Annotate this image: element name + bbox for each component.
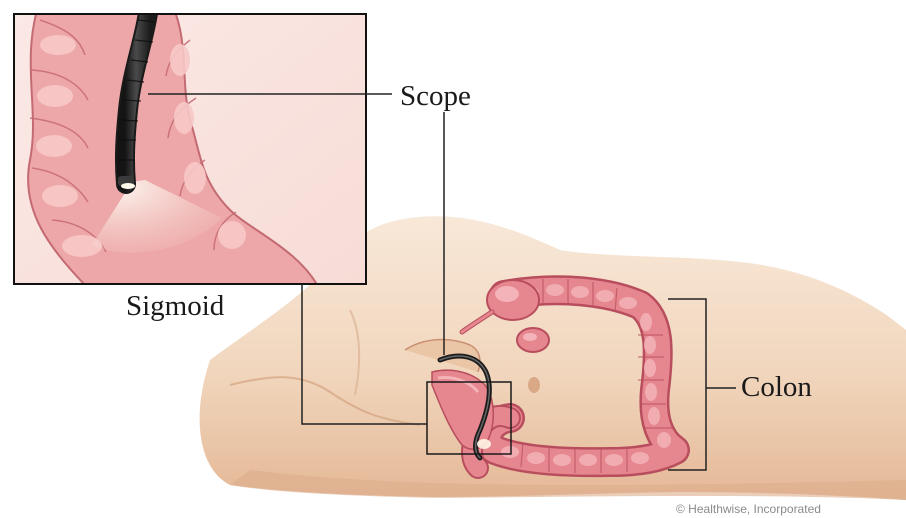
inset-magnified-view	[14, 0, 366, 290]
copyright-notice: © Healthwise, Incorporated	[676, 502, 821, 516]
colon-label: Colon	[741, 373, 812, 402]
scope-label: Scope	[400, 82, 471, 111]
sigmoid-label: Sigmoid	[126, 292, 224, 321]
